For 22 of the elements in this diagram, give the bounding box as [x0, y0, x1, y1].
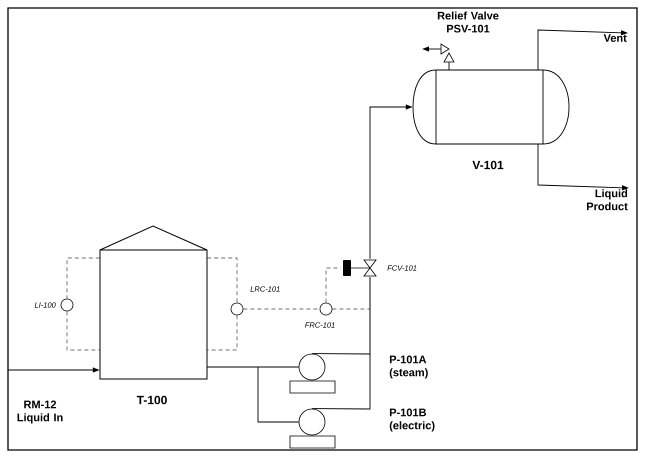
signal-line	[206, 258, 238, 303]
signal-line	[243, 308, 320, 310]
equipment-label: P-101A (steam)	[390, 356, 428, 378]
node-label: Relief Valve PSV-101	[438, 11, 499, 33]
storage-tank: T-100	[100, 225, 208, 404]
node-label: T-100	[136, 396, 167, 404]
pipe-line	[206, 366, 300, 422]
equipment-label: RM-12 Liquid In	[18, 400, 63, 424]
signal-line	[332, 308, 370, 310]
signal-line	[206, 315, 238, 350]
signal-line	[66, 258, 100, 299]
pipe-line	[312, 276, 370, 410]
pipe-line	[448, 62, 450, 70]
node-label: V-101	[472, 160, 504, 170]
equipment-label: P-101B (electric)	[390, 408, 434, 432]
pump	[290, 408, 336, 448]
signal-line	[66, 311, 100, 350]
stream-label: Vent	[604, 34, 627, 42]
relief-valve: Relief Valve PSV-101	[438, 11, 499, 62]
signal-line	[326, 268, 342, 303]
stream-label: Liquid Product	[587, 189, 628, 210]
pump	[290, 354, 336, 394]
